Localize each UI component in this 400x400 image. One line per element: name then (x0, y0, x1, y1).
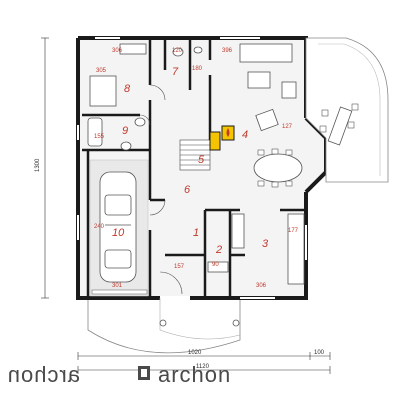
room-number: 9 (122, 125, 128, 137)
room-number: 8 (124, 83, 131, 95)
room-dimension: 240 (94, 224, 105, 230)
column (159, 319, 167, 327)
archon-logo: archon archon (7, 362, 231, 387)
room-dimension: 180 (192, 66, 203, 72)
room-number: 2 (215, 244, 222, 256)
inner-walls (82, 40, 306, 296)
entrance-porch (87, 300, 241, 354)
overall-width-dimension: 1120 (196, 364, 210, 370)
sink (134, 117, 146, 127)
bed (89, 75, 117, 107)
staircase (179, 139, 211, 171)
terrace-inner-edge (318, 43, 381, 176)
window-frames (76, 36, 308, 300)
fire-icon (226, 128, 230, 137)
wardrobe (119, 43, 147, 55)
room-dimension: 306 (256, 283, 267, 289)
bathtub (87, 117, 103, 147)
room-number: 7 (172, 66, 179, 78)
pantry-shelf (207, 261, 229, 273)
kitchen-counter (231, 213, 245, 249)
room-dimension: 396 (222, 48, 233, 54)
stair-accent (209, 131, 221, 151)
inner-width-dimension: 1020 (188, 350, 202, 356)
armchair (281, 81, 297, 99)
garage-door (91, 289, 148, 295)
room-number: 10 (112, 227, 125, 239)
armchair (255, 108, 279, 132)
room-dimension: 127 (282, 124, 293, 130)
room-dimension: 90 (212, 262, 219, 268)
room-number: 6 (184, 184, 191, 196)
logo-text-mirrored: archon (7, 362, 80, 387)
dining-chairs (257, 148, 293, 188)
bay-window-floor (306, 118, 326, 192)
windows (77, 37, 307, 299)
dining-table (253, 153, 303, 183)
overall-height-dimension: 1300 (35, 158, 41, 172)
terrace-table (327, 106, 353, 146)
terrace-chairs (319, 103, 359, 133)
sink (193, 46, 203, 54)
toilet (120, 141, 132, 151)
toilet (172, 47, 184, 57)
kitchen-counter (287, 213, 305, 285)
room-number: 4 (242, 129, 248, 141)
room-dimension: 157 (174, 264, 185, 270)
dimension-lines (41, 37, 331, 374)
logo-text: archon (158, 362, 231, 387)
room-dimension: 306 (112, 48, 123, 54)
step-width-dimension: 100 (314, 350, 325, 356)
column (232, 319, 240, 327)
room-dimension: 177 (288, 228, 299, 234)
room-dimension: 305 (96, 68, 107, 74)
room-number: 5 (198, 154, 205, 166)
room-number: 1 (193, 227, 199, 239)
coffee-table (247, 71, 271, 89)
door-swings (139, 84, 183, 295)
room-dimension: 155 (94, 134, 105, 140)
room-dimension: 120 (172, 48, 183, 54)
room-number: 3 (262, 238, 269, 250)
room-dimension: 301 (112, 283, 123, 289)
car-icon (99, 171, 137, 283)
porch-step (159, 298, 241, 340)
sofa (239, 43, 293, 63)
